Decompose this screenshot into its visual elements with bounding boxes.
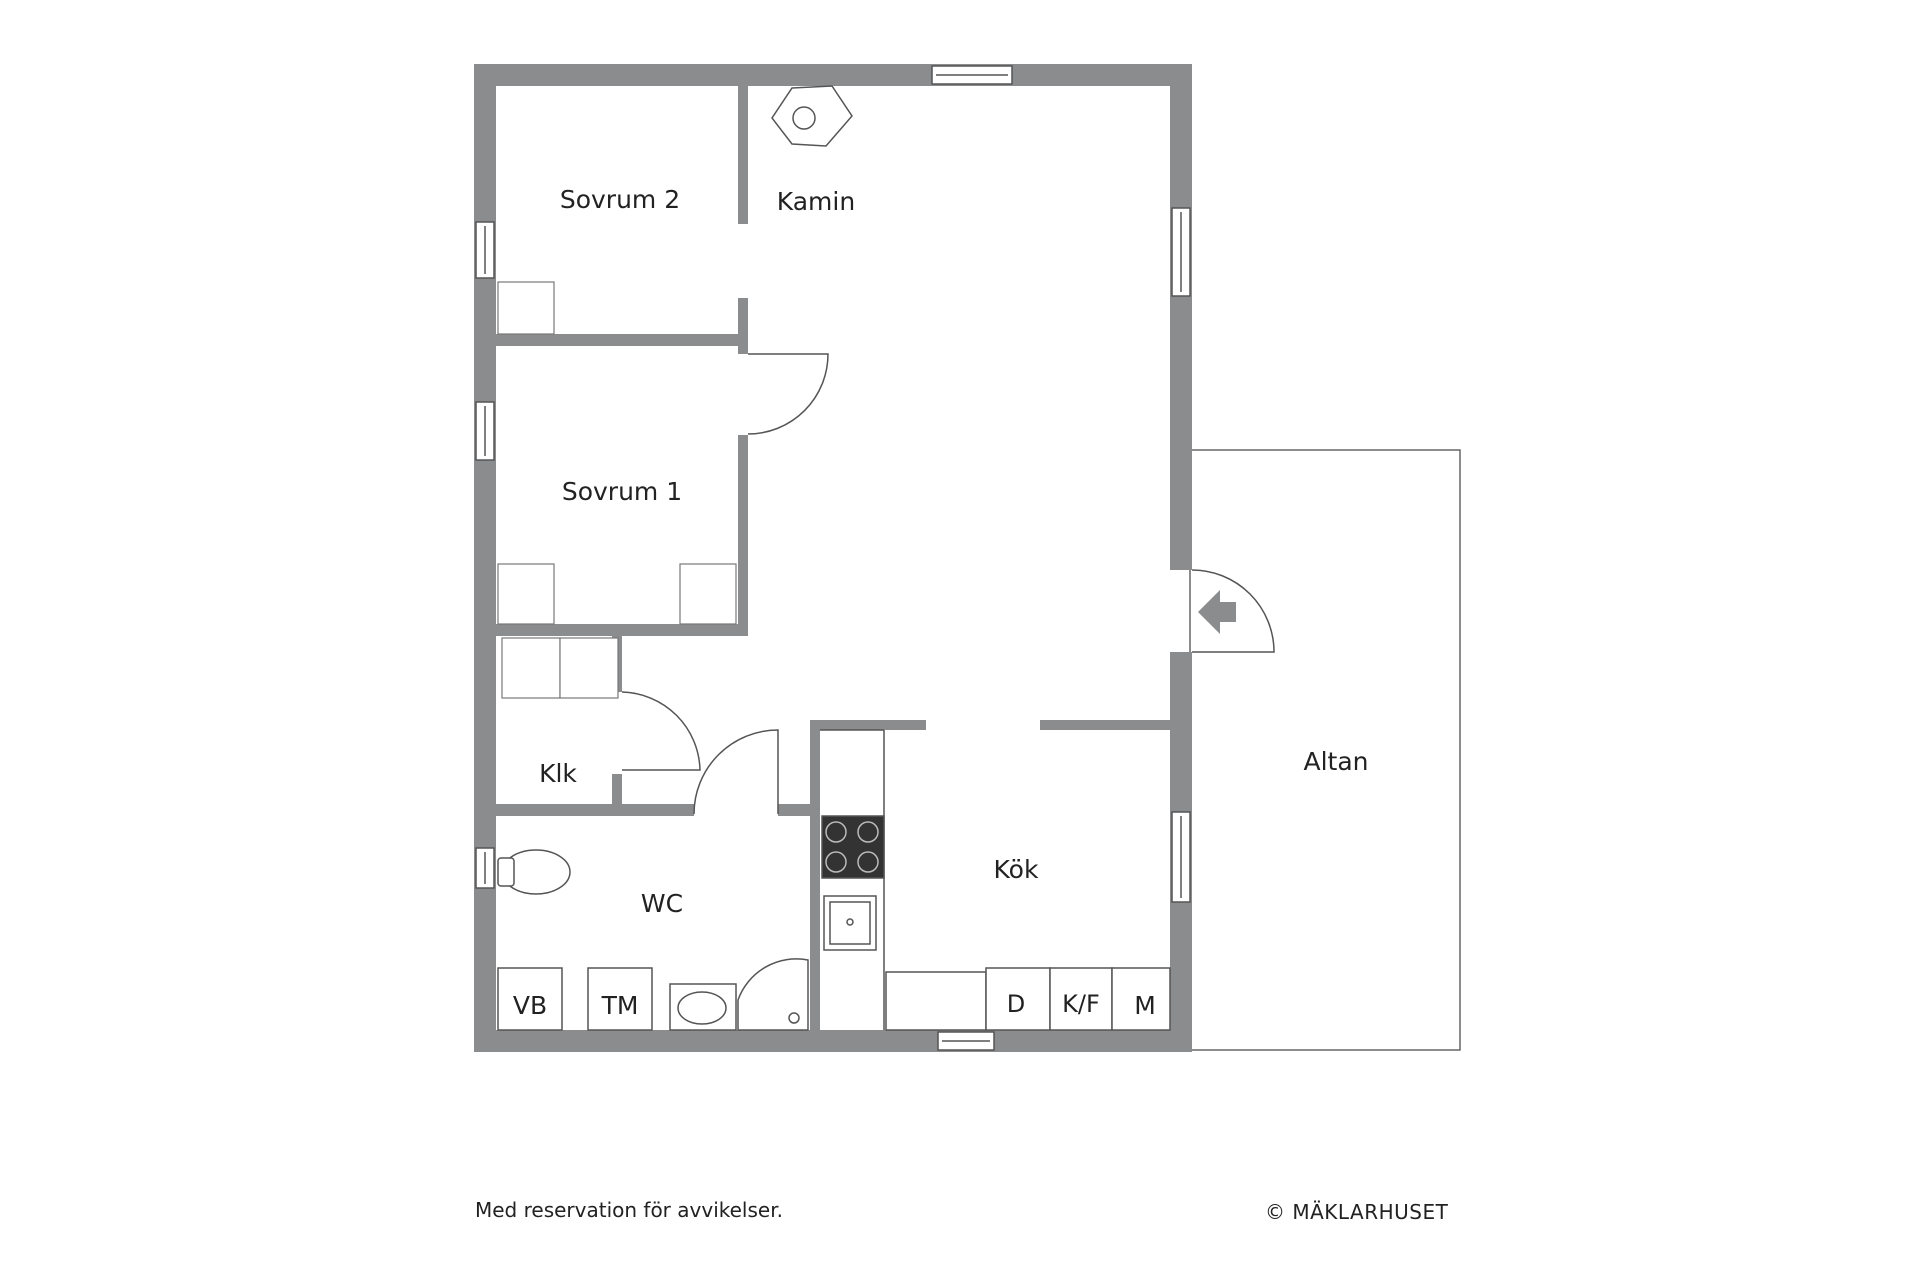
fixture-label-kf: K/F: [1062, 990, 1100, 1018]
d-box: [985, 967, 1051, 1031]
vb-box: [497, 967, 563, 1031]
kf-box: [1049, 967, 1113, 1031]
toilet-icon: [497, 849, 571, 895]
room-label-altan: Altan: [1303, 747, 1368, 776]
bathroom-fixtures: [497, 958, 809, 1031]
fixture-label-m: M: [1134, 991, 1156, 1020]
interior-walls: [496, 86, 1170, 1030]
fixture-label-tm: TM: [601, 991, 639, 1020]
room-label-wc: WC: [641, 889, 683, 918]
wardrobes: [497, 281, 737, 699]
room-label-kamin: Kamin: [777, 187, 855, 216]
kitchen-counter: [820, 729, 1171, 1031]
m-box: [1111, 967, 1171, 1031]
fireplace-icon: [771, 85, 853, 147]
fixture-label-vb: VB: [513, 991, 547, 1020]
room-label-sovrum2: Sovrum 2: [560, 185, 680, 214]
doors: [621, 353, 1275, 815]
fixture-label-d: D: [1007, 990, 1025, 1018]
disclaimer-text: Med reservation för avvikelser.: [475, 1198, 783, 1222]
room-label-sovrum1: Sovrum 1: [562, 477, 682, 506]
tm-box: [587, 967, 653, 1031]
shower-icon: [737, 958, 809, 1031]
room-label-kok: Kök: [994, 855, 1039, 884]
room-label-klk: Klk: [539, 759, 577, 788]
entrance-arrow-icon: [1198, 590, 1236, 634]
windows: [475, 65, 1191, 1051]
copyright-text: © MÄKLARHUSET: [1265, 1200, 1449, 1224]
